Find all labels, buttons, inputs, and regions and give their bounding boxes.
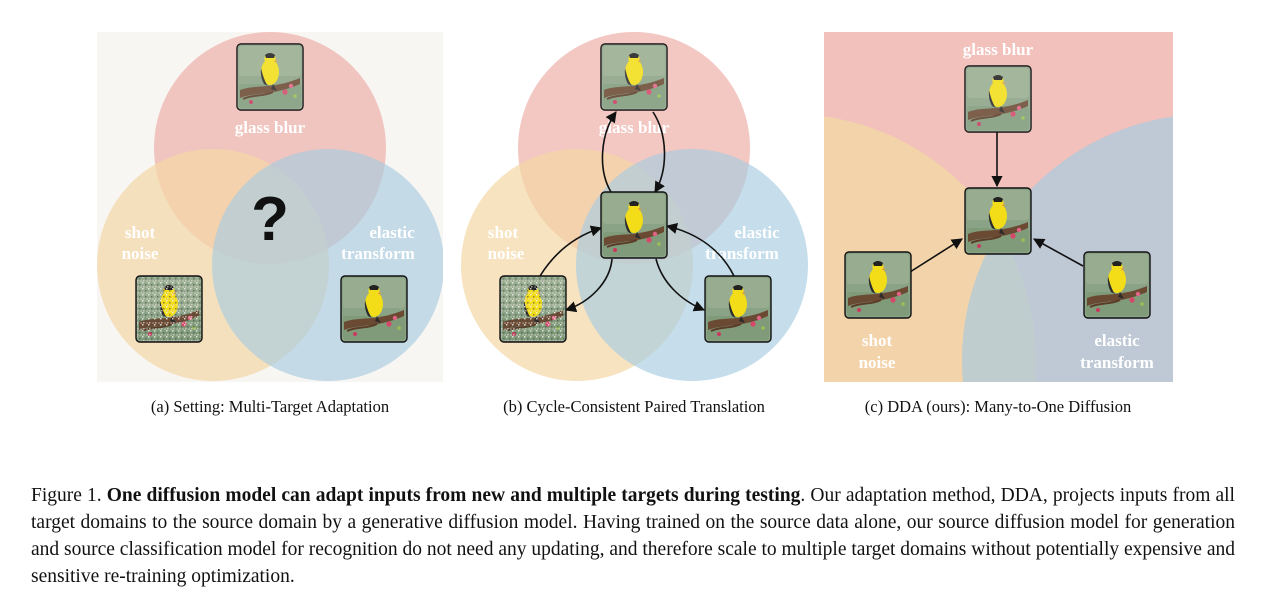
caption-label: Figure 1. (31, 484, 107, 506)
label-glass-blur: glass blur (599, 118, 670, 137)
arrow-center-to-glass (601, 111, 617, 193)
label-shot: shot (125, 223, 156, 242)
caption-bold-title: One diffusion model can adapt inputs fro… (106, 484, 801, 506)
label-elastic: elastic (734, 223, 780, 242)
image-elastic-transform (704, 275, 772, 343)
image-glass-blur (236, 43, 304, 111)
image-elastic-transform (1083, 251, 1151, 319)
arrow-center-to-elastic (655, 258, 706, 312)
figure-1: glass blur shot noise elastic transform … (97, 32, 1173, 416)
arrow-glass-to-center (652, 111, 666, 193)
panel-c: glass blur shot noise elastic transform (824, 32, 1173, 382)
image-glass-blur (964, 65, 1032, 133)
label-shot: shot (862, 331, 893, 350)
arrow-elastic-to-source (1033, 238, 1084, 267)
arrow-shot-to-center (539, 225, 603, 277)
subcaption-b: (b) Cycle-Consistent Paired Translation (503, 397, 765, 416)
venn-circle-elastic (212, 149, 443, 381)
label-noise: noise (122, 244, 159, 263)
label-transform: transform (1080, 353, 1154, 372)
label-noise: noise (488, 244, 525, 263)
arrow-center-to-shot (564, 258, 613, 313)
arrow-elastic-to-center (665, 222, 735, 277)
label-elastic: elastic (369, 223, 415, 242)
arrow-shot-to-source (909, 238, 963, 273)
image-elastic-transform (340, 275, 408, 343)
image-source (964, 187, 1032, 255)
label-elastic: elastic (1094, 331, 1140, 350)
image-shot-noise (135, 275, 203, 343)
figure-caption: Figure 1. One diffusion model can adapt … (31, 482, 1235, 590)
subcaption-c: (c) DDA (ours): Many-to-One Diffusion (865, 397, 1131, 416)
label-glass-blur: glass blur (963, 40, 1034, 59)
image-shot-noise (844, 251, 912, 319)
question-mark: ? (251, 185, 289, 254)
subcaption-a: (a) Setting: Multi-Target Adaptation (151, 397, 389, 416)
label-noise: noise (859, 353, 896, 372)
label-shot: shot (488, 223, 519, 242)
diffusion-arrows (909, 132, 1084, 273)
panel-b: glass blur shot noise elastic transform (455, 32, 810, 382)
image-glass-blur (600, 43, 668, 111)
label-transform: transform (705, 244, 779, 263)
label-glass-blur: glass blur (235, 118, 306, 137)
translation-arrows (539, 111, 735, 313)
image-shot-noise (499, 275, 567, 343)
caption-body: . Our adaptation method, DDA, projects i… (31, 484, 1235, 587)
panel-a: glass blur shot noise elastic transform … (97, 32, 443, 382)
image-source (600, 191, 668, 259)
label-transform: transform (341, 244, 415, 263)
